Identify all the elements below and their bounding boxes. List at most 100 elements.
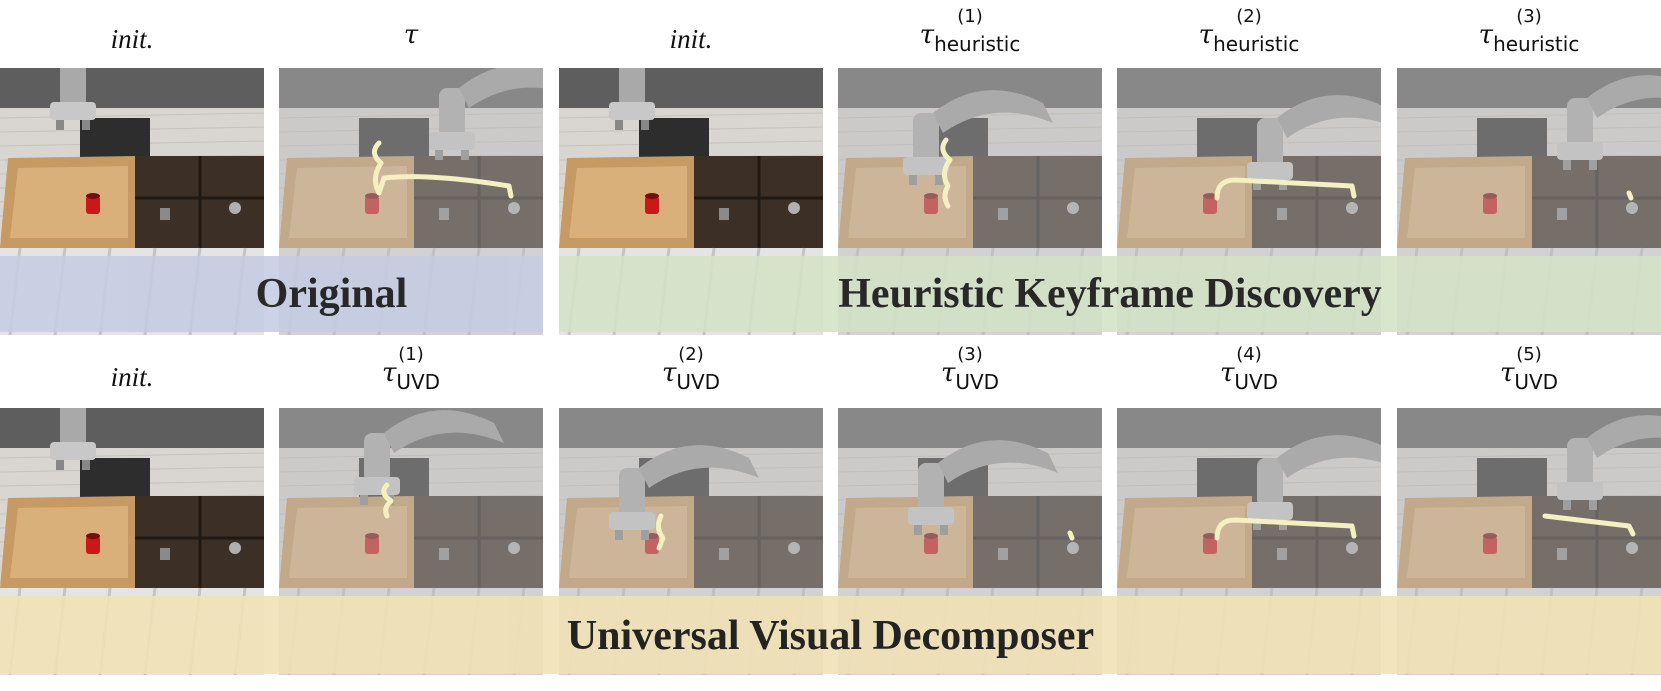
tau-symbol-group: τUVD(4) (1220, 344, 1279, 394)
robot-upper-arm (384, 410, 504, 453)
robot-link (619, 68, 645, 108)
init-text: init. (110, 24, 154, 54)
tau-superscript: (2) (678, 344, 704, 365)
bottom-label-3: τUVD(2) (559, 344, 823, 394)
tau-symbol: τ (661, 358, 677, 388)
small-part (1557, 548, 1567, 560)
bin (359, 118, 429, 163)
robot-upper-arm (933, 90, 1053, 133)
red-can (365, 536, 379, 554)
floor-plank (279, 452, 543, 459)
small-part (788, 542, 800, 554)
robot-finger (360, 495, 368, 505)
robot-arm (1557, 75, 1661, 170)
trajectory-trace (1214, 177, 1357, 201)
wood-tray-inner (1127, 166, 1245, 238)
robot-arm (1247, 95, 1381, 190)
robot-finger (82, 460, 90, 470)
init-text: init. (669, 24, 713, 54)
trajectory-trace (1067, 530, 1075, 541)
floor-plank (1397, 112, 1661, 119)
wood-tray-inner (569, 166, 687, 238)
band-original: Original (0, 256, 543, 332)
tau-symbol: τ (940, 358, 956, 388)
trajectory-trace (1626, 190, 1634, 201)
robot-upper-arm (1587, 75, 1661, 118)
red-can (86, 196, 100, 214)
robot-arm (354, 410, 504, 505)
band-heuristic: Heuristic Keyframe Discovery (559, 256, 1661, 332)
top-label-3: init. (559, 24, 823, 55)
robot-finger (56, 460, 64, 470)
robot-finger (1563, 160, 1571, 170)
top-label-1: init. (0, 24, 264, 55)
bin (639, 118, 709, 163)
robot-upper-arm (459, 68, 543, 108)
bottom-label-1: init. (0, 362, 264, 393)
red-can-top (1203, 533, 1217, 539)
robot-finger (1589, 160, 1597, 170)
tau-symbol: τ (1478, 20, 1494, 50)
bin (1197, 118, 1267, 163)
bin (1477, 118, 1547, 163)
small-part (229, 542, 241, 554)
robot-arm (429, 68, 543, 160)
robot-finger (615, 120, 623, 130)
robot-gripper (429, 132, 475, 150)
tau-superscript: (3) (957, 344, 983, 365)
robot-finger (914, 525, 922, 535)
tau-symbol-group: τUVD(3) (940, 344, 999, 394)
red-can-top (86, 193, 100, 199)
robot-gripper (609, 102, 655, 120)
bin (80, 118, 150, 163)
robot-link (1257, 458, 1283, 508)
bin (80, 458, 150, 503)
wall (838, 408, 1102, 448)
trajectory-trace (1214, 517, 1357, 541)
tau-subscript: heuristic (1213, 32, 1300, 56)
trajectory-trace (655, 513, 666, 551)
red-can (86, 536, 100, 554)
small-part (160, 208, 170, 220)
small-part (1277, 208, 1287, 220)
small-part (508, 202, 520, 214)
robot-gripper (50, 102, 96, 120)
wall (0, 408, 264, 448)
tau-symbol: τ (381, 358, 397, 388)
wall (559, 408, 823, 448)
robot-upper-arm (1587, 415, 1661, 458)
small-part (439, 208, 449, 220)
floor-plank (0, 452, 264, 459)
robot-arm (1557, 415, 1661, 510)
tau-subscript: UVD (1514, 370, 1559, 394)
robot-finger (1279, 180, 1287, 190)
robot-gripper (609, 512, 655, 530)
robot-link (364, 433, 390, 483)
small-part (439, 548, 449, 560)
robot-finger (641, 530, 649, 540)
robot-arm (609, 445, 759, 540)
tau-subscript: heuristic (934, 32, 1021, 56)
robot-gripper (354, 477, 400, 495)
robot-link (913, 113, 939, 163)
top-label-5: τheuristic(2) (1117, 6, 1381, 56)
wood-tray-inner (1407, 166, 1525, 238)
tau-subscript: UVD (396, 370, 441, 394)
robot-gripper (1557, 142, 1603, 160)
red-can (365, 196, 379, 214)
red-can (924, 536, 938, 554)
floor-plank (0, 112, 264, 119)
robot-arm (903, 90, 1053, 185)
robot-gripper (908, 507, 954, 525)
robot-link (439, 88, 465, 138)
red-can-top (86, 533, 100, 539)
robot-finger (615, 530, 623, 540)
floor-plank (559, 112, 823, 119)
robot-link (619, 468, 645, 518)
tau-superscript: (4) (1236, 344, 1262, 365)
small-part (160, 548, 170, 560)
robot-arm (908, 440, 1058, 535)
red-can-top (365, 533, 379, 539)
robot-finger (1253, 180, 1261, 190)
tau-subscript: UVD (1234, 370, 1279, 394)
